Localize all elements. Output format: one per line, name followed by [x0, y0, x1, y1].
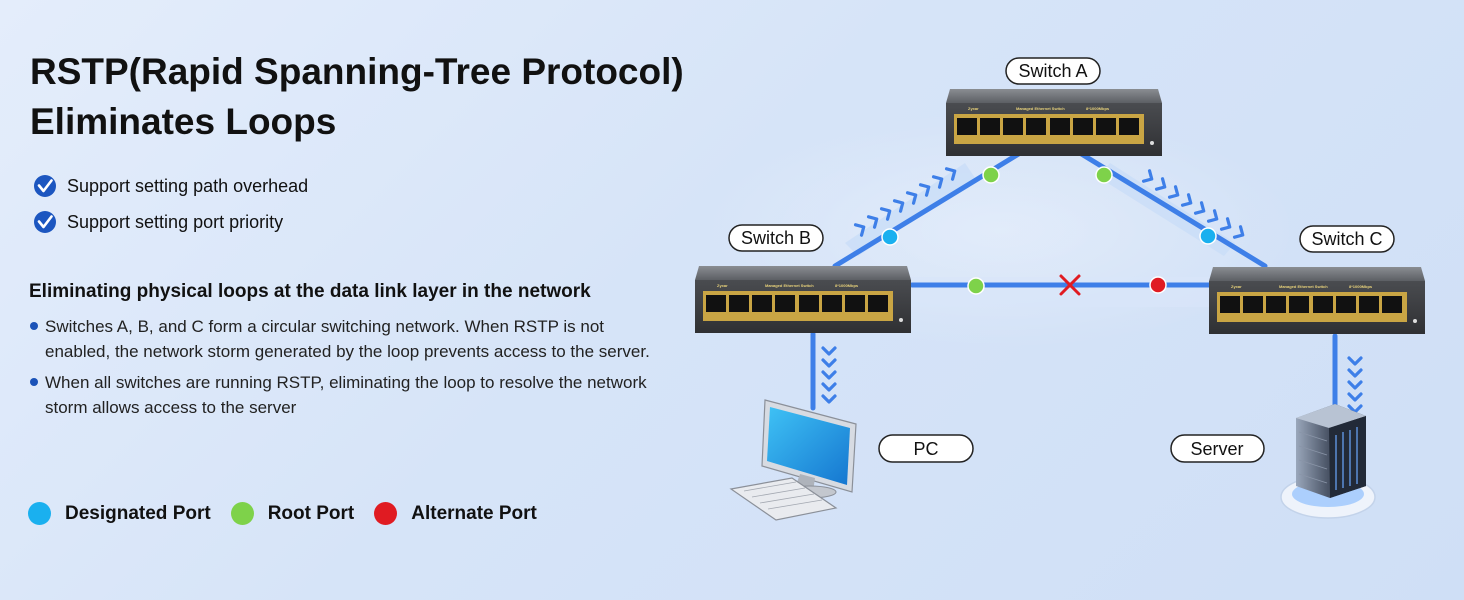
- switch-speed: 8*1000Mbps: [835, 283, 859, 288]
- label-text: PC: [913, 439, 938, 459]
- traffic-arrows-to-server: [1347, 356, 1363, 414]
- label-text: Server: [1190, 439, 1243, 459]
- feature-label: Support setting port priority: [67, 211, 284, 232]
- link-band: [845, 163, 975, 256]
- switch-model: Managed Ethernet Switch: [765, 283, 814, 288]
- traffic-arrows-to-pc: [821, 346, 837, 404]
- root-port-icon: [230, 502, 254, 525]
- legend-alternate-port: Alternate Port: [374, 502, 537, 525]
- bullet-dot-icon: [30, 378, 38, 386]
- check-circle-icon: [34, 175, 56, 197]
- legend-label: Designated Port: [65, 502, 211, 524]
- bullet-text: When all switches are running RSTP, elim…: [45, 373, 647, 417]
- switch-brand: Zyxar: [1231, 284, 1242, 289]
- alternate-port-icon: [1149, 276, 1167, 294]
- legend-designated-port: Designated Port: [28, 502, 211, 525]
- switch-brand: Zyxar: [968, 106, 979, 111]
- bullet-item: When all switches are running RSTP, elim…: [30, 370, 670, 420]
- switch-model: Managed Ethernet Switch: [1279, 284, 1328, 289]
- page-title: RSTP(Rapid Spanning-Tree Protocol) Elimi…: [30, 47, 684, 147]
- port-legend: Designated Port Root Port Alternate Port: [28, 502, 557, 525]
- designated-port-icon: [881, 228, 899, 246]
- label-text: Switch A: [1018, 61, 1087, 81]
- switch-c: Zyxar Managed Ethernet Switch 8*1000Mbps: [1209, 267, 1425, 334]
- bullet-dot-icon: [30, 322, 38, 330]
- label-switch-b: Switch B: [728, 224, 824, 252]
- feature-label: Support setting path overhead: [67, 175, 309, 196]
- root-port-icon: [982, 166, 1000, 184]
- designated-port-icon: [1199, 227, 1217, 245]
- bullet-item: Switches A, B, and C form a circular swi…: [30, 314, 670, 364]
- link-a-b: [832, 144, 1033, 269]
- legend-root-port: Root Port: [230, 502, 355, 525]
- switch-b: Zyxar Managed Ethernet Switch 8*1000Mbps: [695, 266, 911, 333]
- root-port-icon: [1095, 166, 1113, 184]
- label-switch-c: Switch C: [1299, 225, 1395, 253]
- pc-icon: [729, 399, 857, 521]
- red-x-icon: [1059, 274, 1081, 296]
- legend-label: Root Port: [267, 502, 355, 524]
- alternate-port-icon: [374, 502, 398, 525]
- root-port-icon: [967, 277, 985, 295]
- feature-item: Support setting port priority: [33, 204, 308, 240]
- switch-speed: 8*1000Mbps: [1349, 284, 1373, 289]
- switch-speed: 8*1000Mbps: [1086, 106, 1110, 111]
- section-heading: Eliminating physical loops at the data l…: [29, 281, 591, 302]
- server-icon: [1280, 404, 1376, 519]
- legend-label: Alternate Port: [411, 502, 537, 524]
- feature-item: Support setting path overhead: [33, 168, 308, 204]
- switch-a: Zyxar Managed Ethernet Switch 8*1000Mbps: [946, 89, 1162, 156]
- bullet-list: Switches A, B, and C form a circular swi…: [30, 314, 670, 426]
- text-panel: RSTP(Rapid Spanning-Tree Protocol) Elimi…: [0, 0, 684, 600]
- label-server: Server: [1170, 434, 1265, 463]
- label-pc: PC: [878, 434, 974, 463]
- label-text: Switch C: [1311, 229, 1382, 249]
- switch-brand: Zyxar: [717, 283, 728, 288]
- check-circle-icon: [34, 211, 56, 233]
- feature-list: Support setting path overhead Support se…: [33, 168, 308, 240]
- switch-model: Managed Ethernet Switch: [1016, 106, 1065, 111]
- title-line-2: Eliminates Loops: [30, 101, 337, 142]
- label-text: Switch B: [741, 228, 811, 248]
- designated-port-icon: [28, 502, 51, 525]
- title-line-1: RSTP(Rapid Spanning-Tree Protocol): [30, 51, 684, 92]
- label-switch-a: Switch A: [1005, 57, 1101, 85]
- bullet-text: Switches A, B, and C form a circular swi…: [45, 317, 650, 361]
